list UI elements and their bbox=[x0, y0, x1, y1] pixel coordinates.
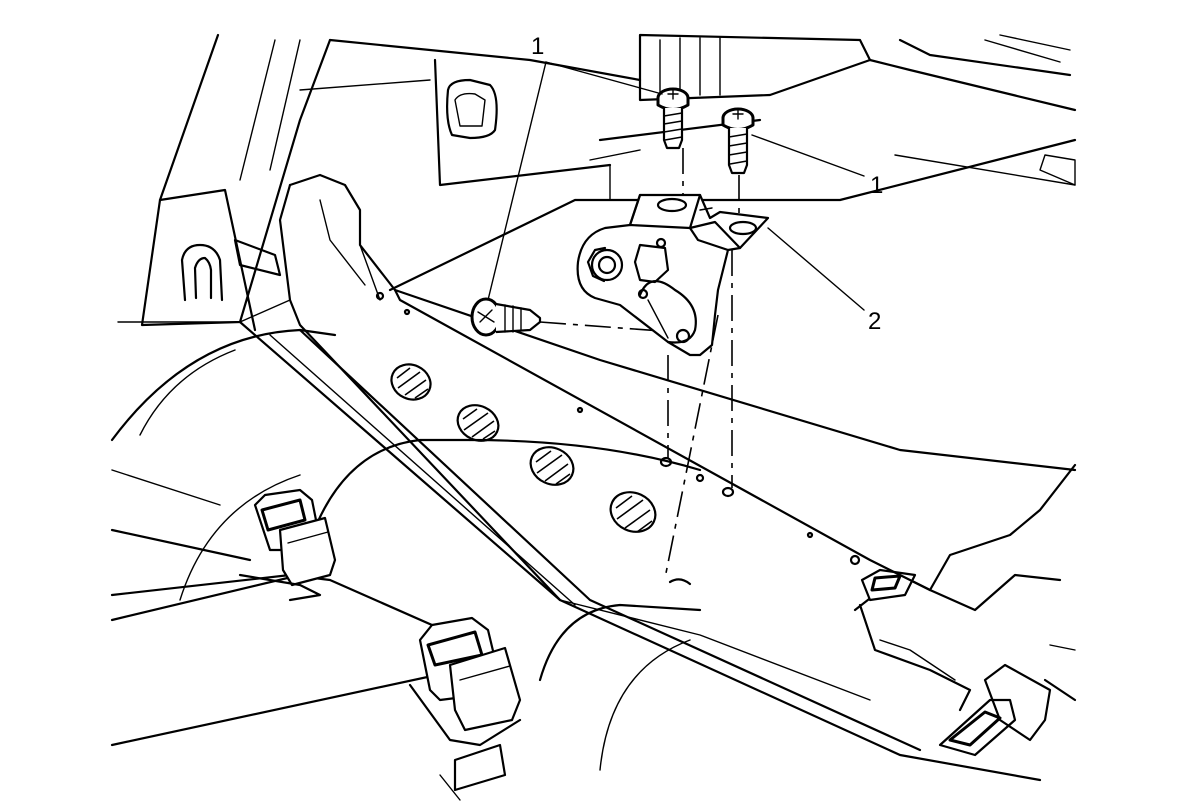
vehicle-interior-background bbox=[110, 33, 1077, 801]
bracket bbox=[576, 193, 770, 357]
bolt-side bbox=[470, 297, 542, 337]
panel-slot-4 bbox=[609, 491, 657, 533]
bolt-top-right bbox=[721, 107, 755, 175]
panel-slot-2 bbox=[456, 404, 500, 442]
bolt-top-left bbox=[656, 87, 690, 150]
callout-label-1-top: 1 bbox=[531, 33, 544, 60]
callout-label-1-right: 1 bbox=[870, 172, 883, 199]
rear-panel bbox=[278, 173, 1077, 602]
leader-lines bbox=[487, 61, 865, 311]
panel-slot-1 bbox=[390, 363, 432, 401]
callout-label-2: 2 bbox=[868, 308, 881, 335]
panel-slot-3 bbox=[529, 446, 575, 486]
